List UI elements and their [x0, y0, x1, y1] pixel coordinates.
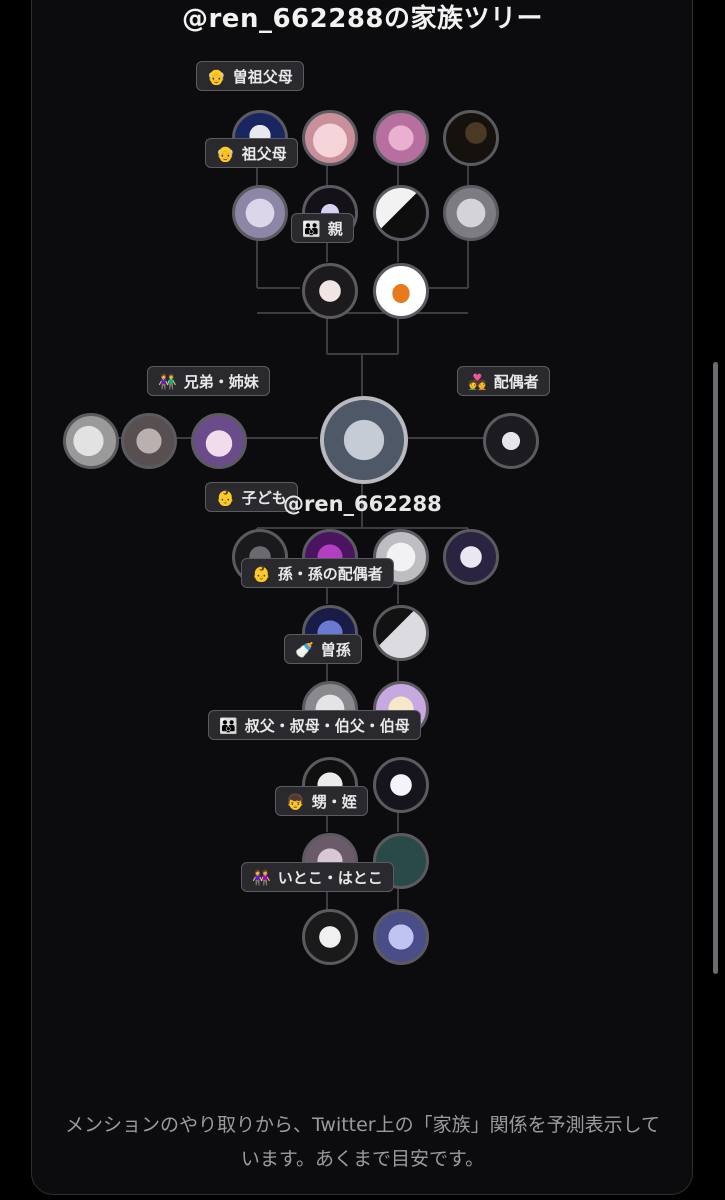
- avatar[interactable]: [483, 413, 539, 469]
- center-user-handle: @ren_662288: [283, 492, 442, 516]
- boy-icon: 👦: [286, 793, 305, 811]
- chip-label: 兄弟・姉妹: [183, 373, 259, 391]
- avatar[interactable]: [443, 529, 499, 585]
- page-title: @ren_662288の家族ツリー: [181, 4, 543, 34]
- baby-icon: 👶: [216, 489, 235, 507]
- chip-grandchildren: 👶 孫・孫の配偶者: [241, 558, 394, 588]
- avatar[interactable]: [373, 605, 429, 661]
- chip-great-grandparents: 👴 曽祖父母: [196, 61, 304, 91]
- elder-icon: 👴: [207, 68, 226, 86]
- chip-label: いとこ・はとこ: [277, 869, 383, 887]
- scrollbar[interactable]: [713, 362, 718, 974]
- avatar[interactable]: [63, 413, 119, 469]
- elder-icon: 👴: [216, 145, 235, 163]
- chip-label: 叔父・叔母・伯父・伯母: [244, 717, 410, 735]
- chip-cousins: 👭 いとこ・はとこ: [241, 862, 394, 892]
- avatar[interactable]: [232, 185, 288, 241]
- chip-label: 配偶者: [493, 373, 539, 391]
- avatar[interactable]: [302, 263, 358, 319]
- chip-siblings: 👫 兄弟・姉妹: [147, 366, 270, 396]
- couple-icon: 👫: [158, 373, 177, 391]
- chip-label: 曽祖父母: [232, 68, 293, 86]
- avatar[interactable]: [373, 110, 429, 166]
- avatar[interactable]: [191, 413, 247, 469]
- footer-note: メンションのやり取りから、Twitter上の「家族」関係を予測表示しています。あ…: [64, 1114, 661, 1170]
- baby-bottle-icon: 🍼: [295, 641, 314, 659]
- avatar[interactable]: [373, 185, 429, 241]
- chip-nephews-nieces: 👦 甥・姪: [275, 786, 368, 816]
- chip-label: 子ども: [241, 489, 287, 507]
- girls-icon: 👭: [252, 869, 271, 887]
- chip-parents: 👪親: [291, 213, 354, 243]
- chip-great-grandchildren: 🍼 曽孫: [284, 634, 362, 664]
- avatar[interactable]: [302, 110, 358, 166]
- avatar[interactable]: [443, 110, 499, 166]
- avatar[interactable]: [373, 263, 429, 319]
- avatar[interactable]: [443, 185, 499, 241]
- avatar[interactable]: [121, 413, 177, 469]
- family-icon: 👪: [219, 717, 238, 735]
- chip-label: 甥・姪: [311, 793, 357, 811]
- chip-label: 祖父母: [241, 145, 287, 163]
- chip-children: 👶 子ども: [205, 482, 298, 512]
- chip-label: 曽孫: [320, 641, 351, 659]
- chip-spouse: 💑 配偶者: [457, 366, 550, 396]
- family-icon: 👪: [302, 220, 321, 238]
- center-user-avatar[interactable]: [320, 396, 408, 484]
- avatar[interactable]: [302, 909, 358, 965]
- family-tree-card: [31, 0, 693, 1195]
- chip-grandparents: 👴 祖父母: [205, 138, 298, 168]
- avatar[interactable]: [373, 757, 429, 813]
- chip-uncles-aunts: 👪 叔父・叔母・伯父・伯母: [208, 710, 421, 740]
- chip-label: 親: [327, 220, 343, 238]
- chip-label: 孫・孫の配偶者: [277, 565, 383, 583]
- avatar[interactable]: [373, 909, 429, 965]
- baby-icon: 👶: [252, 565, 271, 583]
- couple-heart-icon: 💑: [468, 373, 487, 391]
